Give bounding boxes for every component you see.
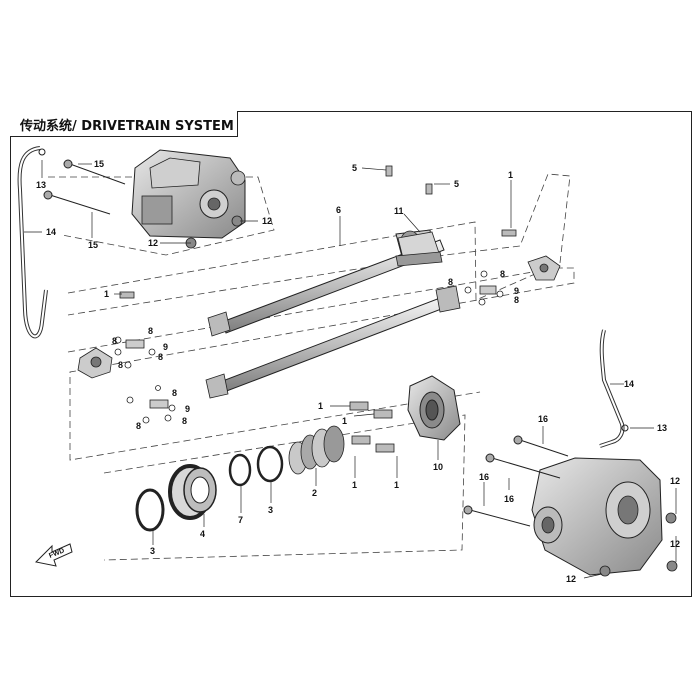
callout-8: 8 bbox=[148, 326, 153, 336]
callout-12: 12 bbox=[670, 476, 680, 486]
callout-8: 8 bbox=[448, 277, 453, 287]
callout-9: 9 bbox=[163, 342, 168, 352]
callout-5: 5 bbox=[454, 179, 459, 189]
callout-labels: 15 13 15 14 12 12 5 5 6 11 1 1 8 8 9 8 8… bbox=[36, 159, 680, 584]
clutch-gear-2 bbox=[288, 425, 345, 475]
front-diff-outline bbox=[48, 176, 275, 256]
callout-13: 13 bbox=[657, 423, 667, 433]
callout-1: 1 bbox=[394, 480, 399, 490]
callout-1: 1 bbox=[104, 289, 109, 299]
rear-bolts bbox=[463, 435, 569, 527]
callout-15: 15 bbox=[94, 159, 104, 169]
title-box bbox=[10, 111, 238, 137]
callout-8: 8 bbox=[118, 360, 123, 370]
rings-and-seals bbox=[135, 445, 284, 532]
callout-4: 4 bbox=[200, 529, 205, 539]
callout-8: 8 bbox=[112, 336, 117, 346]
callout-12: 12 bbox=[670, 539, 680, 549]
rear-vent-hose bbox=[599, 329, 625, 448]
rear-vent-clamp bbox=[621, 424, 629, 432]
callout-3: 3 bbox=[150, 546, 155, 556]
center-bearing bbox=[395, 231, 443, 267]
callout-8: 8 bbox=[500, 269, 505, 279]
diagram-title: 传动系统/ DRIVETRAIN SYSTEM bbox=[20, 119, 234, 134]
callout-8: 8 bbox=[172, 388, 177, 398]
callout-8: 8 bbox=[158, 352, 163, 362]
callout-6: 6 bbox=[336, 205, 341, 215]
coupling-flange bbox=[407, 375, 461, 441]
callout-15: 15 bbox=[88, 240, 98, 250]
callout-1: 1 bbox=[318, 401, 323, 411]
callout-7: 7 bbox=[238, 515, 243, 525]
callout-13: 13 bbox=[36, 180, 46, 190]
front-bolts bbox=[43, 159, 126, 215]
callout-1: 1 bbox=[352, 480, 357, 490]
callout-8: 8 bbox=[136, 421, 141, 431]
callout-9: 9 bbox=[514, 286, 519, 296]
callout-14: 14 bbox=[46, 227, 56, 237]
small-fasteners bbox=[114, 270, 504, 424]
callout-14: 14 bbox=[624, 379, 634, 389]
callout-11: 11 bbox=[394, 206, 404, 216]
mounting-bolts bbox=[119, 165, 517, 453]
coupling-outline bbox=[103, 414, 466, 561]
callout-1: 1 bbox=[508, 170, 513, 180]
fwd-arrow: FWD bbox=[34, 543, 73, 567]
leader-lines bbox=[24, 160, 677, 579]
callout-3: 3 bbox=[268, 505, 273, 515]
diagram-frame bbox=[10, 111, 692, 597]
front-shaft-outline bbox=[67, 173, 571, 316]
callout-5: 5 bbox=[352, 163, 357, 173]
front-vent-clamp bbox=[38, 148, 46, 156]
callout-2: 2 bbox=[312, 488, 317, 498]
callout-16: 16 bbox=[504, 494, 514, 504]
callout-16: 16 bbox=[479, 472, 489, 482]
callout-12: 12 bbox=[148, 238, 158, 248]
callout-8: 8 bbox=[514, 295, 519, 305]
callout-16: 16 bbox=[538, 414, 548, 424]
rear-differential bbox=[531, 457, 678, 577]
u-joint-parts bbox=[77, 255, 561, 409]
callout-8: 8 bbox=[182, 416, 187, 426]
callout-12: 12 bbox=[566, 574, 576, 584]
group-outlines bbox=[48, 173, 575, 561]
callout-1: 1 bbox=[342, 416, 347, 426]
rear-propshaft bbox=[205, 285, 461, 399]
callout-9: 9 bbox=[185, 404, 190, 414]
front-differential bbox=[131, 149, 246, 249]
callout-12: 12 bbox=[262, 216, 272, 226]
callout-10: 10 bbox=[433, 462, 443, 472]
